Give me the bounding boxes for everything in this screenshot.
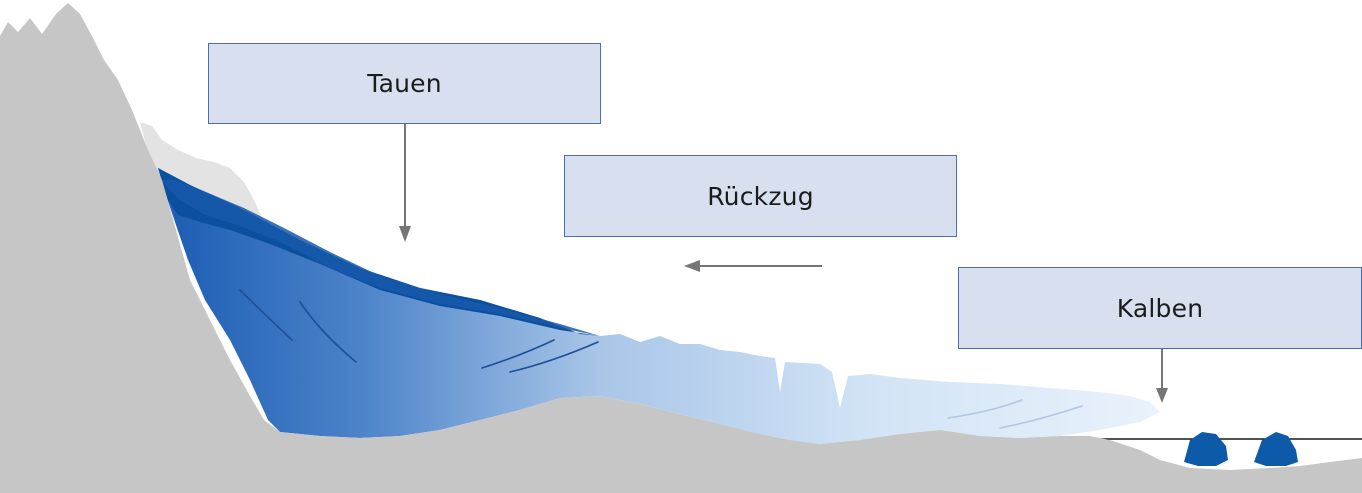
iceberg-icon [1254, 432, 1298, 466]
iceberg-icon [1184, 432, 1228, 466]
arrow-left-rueckzug-icon [684, 260, 822, 272]
label-tauen: Tauen [367, 69, 442, 98]
crevasse-lines [239, 289, 599, 373]
arrow-down-tauen-icon [399, 124, 411, 242]
label-box-kalben: Kalben [958, 267, 1362, 349]
snow-patch [140, 122, 262, 226]
label-box-rueckzug: Rückzug [564, 155, 957, 237]
label-kalben: Kalben [1116, 293, 1204, 323]
arrow-down-kalben-icon [1156, 349, 1168, 403]
glacier-ice [158, 168, 1160, 444]
label-box-tauen: Tauen [208, 43, 601, 124]
glacier-crust-band [160, 180, 600, 336]
crevasse-lines-light [947, 399, 1083, 429]
mountain-rock-icon [0, 3, 1362, 493]
label-rueckzug: Rückzug [707, 181, 814, 211]
